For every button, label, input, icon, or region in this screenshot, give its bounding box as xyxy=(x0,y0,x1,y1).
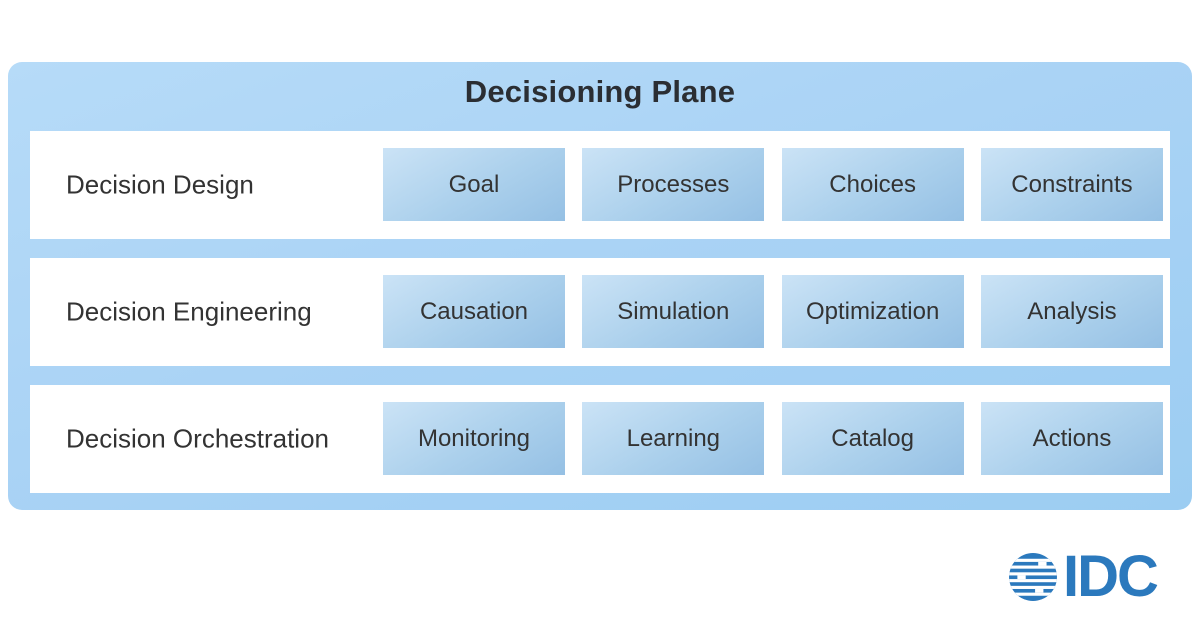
row-label: Decision Engineering xyxy=(66,296,312,327)
chip-group: Goal Processes Choices Constraints xyxy=(383,148,1163,221)
chip-learning: Learning xyxy=(582,402,765,475)
decisioning-plane-panel: Decisioning Plane Decision Design Goal P… xyxy=(8,62,1192,510)
idc-logo-text: IDC xyxy=(1063,544,1159,609)
chip-monitoring: Monitoring xyxy=(383,402,565,475)
chip-causation: Causation xyxy=(383,275,565,348)
chip-choices: Choices xyxy=(781,148,964,221)
idc-logo: IDC xyxy=(1008,544,1159,609)
chip-actions: Actions xyxy=(980,402,1163,475)
row-decision-orchestration: Decision Orchestration Monitoring Learni… xyxy=(30,385,1170,493)
chip-constraints: Constraints xyxy=(980,148,1163,221)
chip-optimization: Optimization xyxy=(781,275,964,348)
page-title: Decisioning Plane xyxy=(464,74,736,109)
chip-group: Causation Simulation Optimization Analys… xyxy=(383,275,1163,348)
chip-simulation: Simulation xyxy=(582,275,765,348)
chip-processes: Processes xyxy=(582,148,765,221)
chip-group: Monitoring Learning Catalog Actions xyxy=(383,402,1163,475)
row-label: Decision Design xyxy=(66,169,254,200)
chip-goal: Goal xyxy=(383,148,565,221)
globe-icon xyxy=(1008,552,1058,602)
row-decision-engineering: Decision Engineering Causation Simulatio… xyxy=(30,258,1170,366)
row-label: Decision Orchestration xyxy=(66,423,329,454)
chip-analysis: Analysis xyxy=(980,275,1163,348)
row-decision-design: Decision Design Goal Processes Choices C… xyxy=(30,131,1170,239)
chip-catalog: Catalog xyxy=(781,402,964,475)
